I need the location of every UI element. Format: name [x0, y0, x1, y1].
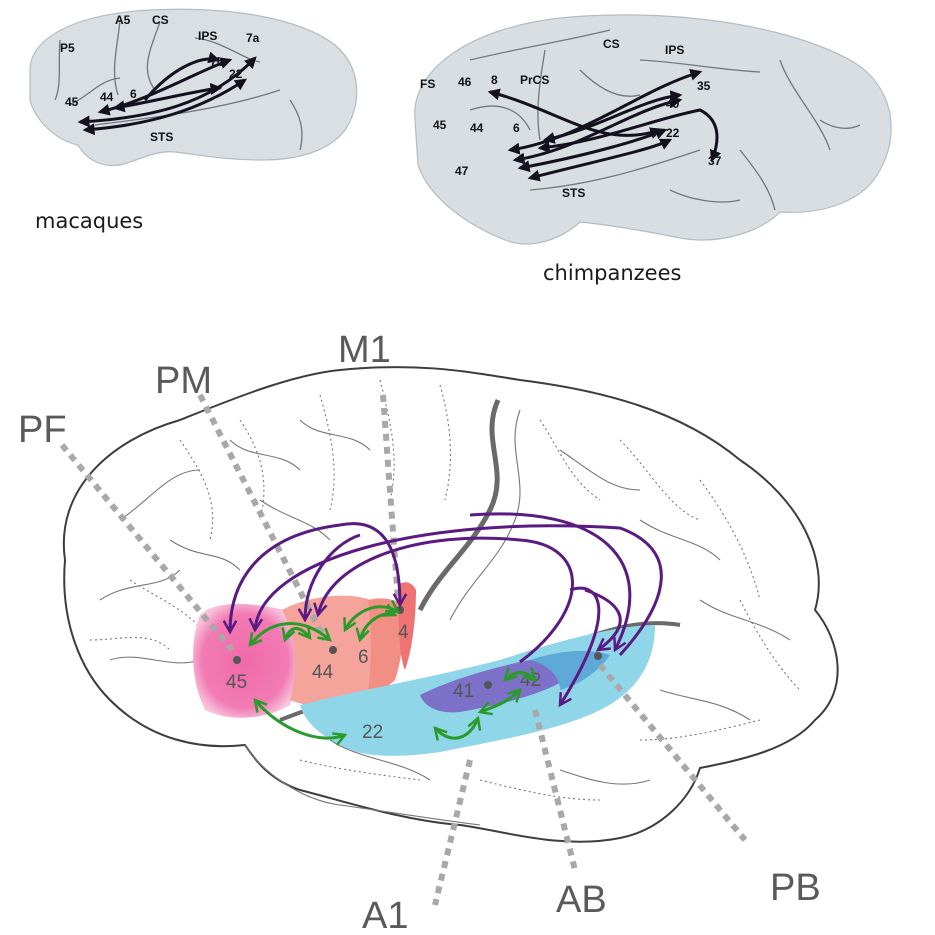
area-label-A1: A1 — [362, 895, 408, 935]
green-local-arrows — [250, 607, 535, 738]
chimpanzee-brain-panel: CS IPS FS 46 8 PrCS 35 40 22 45 44 6 47 … — [414, 14, 892, 285]
region-label-4: 4 — [398, 622, 409, 643]
area-label-M1: M1 — [338, 329, 391, 371]
chimp-label-47: 47 — [455, 164, 469, 178]
central-sulcus — [417, 398, 501, 612]
chimp-label-22: 22 — [666, 126, 680, 140]
chimp-label-STS: STS — [562, 186, 585, 200]
chimp-label-FS: FS — [420, 77, 435, 91]
purple-dorsal-arrows — [230, 512, 663, 705]
region-44-dot — [329, 646, 337, 654]
macaque-arrows — [77, 51, 257, 136]
area-label-PB: PB — [770, 867, 821, 909]
region-label-44: 44 — [312, 662, 334, 683]
macaque-label-7a: 7a — [246, 31, 260, 45]
chimp-label-PrCS: PrCS — [520, 73, 549, 87]
region-45-dot — [233, 656, 241, 664]
region-label-41: 41 — [453, 681, 474, 702]
macaque-label-P5: P5 — [60, 41, 75, 55]
chimp-label-IPS: IPS — [665, 43, 684, 57]
region-label-6: 6 — [358, 647, 369, 668]
area-label-PF: PF — [18, 409, 67, 451]
human-brain-outline — [62, 366, 839, 843]
macaque-brain-outline — [29, 8, 358, 167]
region-41-dot — [484, 681, 492, 689]
region-pb-dot — [594, 652, 602, 660]
chimp-label-44: 44 — [470, 121, 484, 135]
macaque-caption: macaques — [35, 209, 143, 233]
chimp-label-45: 45 — [433, 118, 447, 132]
macaque-brain-panel: P5 A5 CS IPS 7a 7b 22 6 44 45 STS macaqu… — [29, 8, 358, 233]
area-label-AB: AB — [556, 879, 607, 921]
chimp-label-35: 35 — [697, 79, 711, 93]
chimp-label-6: 6 — [513, 121, 520, 135]
region-label-45: 45 — [226, 672, 247, 693]
macaque-label-45: 45 — [65, 95, 79, 109]
human-brain-panel: 45 44 6 4 41 42 22 PF PM M1 A1 AB PB — [18, 329, 839, 935]
macaque-label-A5: A5 — [115, 13, 131, 27]
chimpanzee-brain-outline — [414, 14, 892, 245]
region-label-22: 22 — [362, 722, 383, 743]
chimp-label-46: 46 — [458, 75, 472, 89]
macaque-label-6: 6 — [130, 87, 137, 101]
macaque-label-STS: STS — [150, 130, 173, 144]
chimp-label-CS: CS — [603, 37, 620, 51]
chimp-label-8: 8 — [491, 73, 498, 87]
macaque-label-44: 44 — [100, 90, 114, 104]
region-45-frontal — [193, 603, 297, 718]
macaque-label-IPS: IPS — [198, 29, 217, 43]
area-label-PM: PM — [155, 360, 212, 402]
macaque-label-CS: CS — [152, 13, 169, 27]
chimpanzee-caption: chimpanzees — [543, 261, 681, 285]
chimpanzee-arrows — [487, 69, 722, 182]
region-42-belt — [530, 650, 610, 690]
